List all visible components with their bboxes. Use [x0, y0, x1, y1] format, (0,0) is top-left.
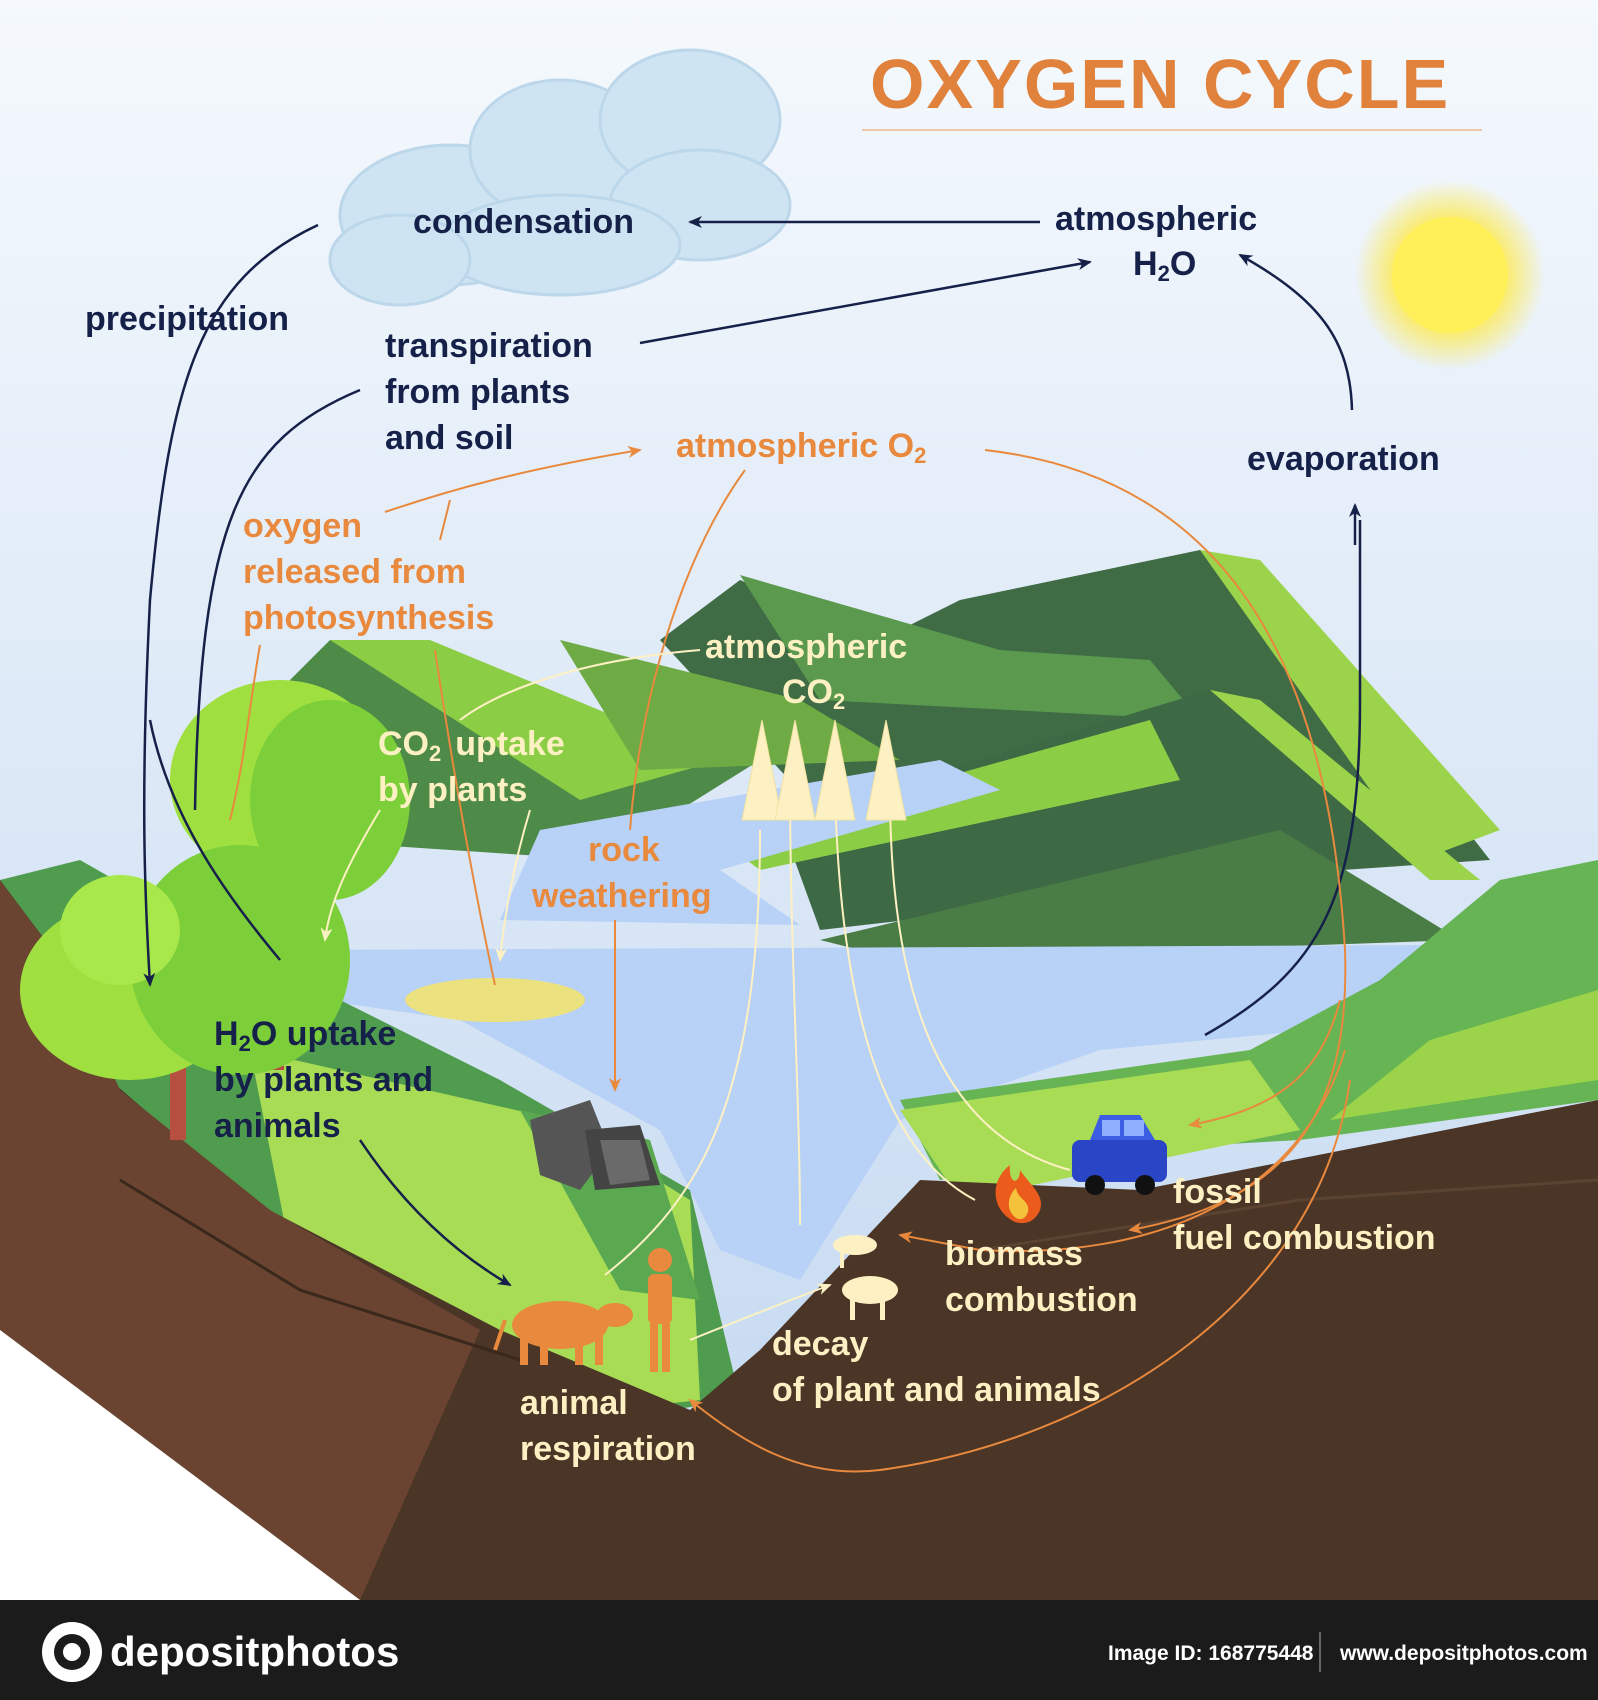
label-condensation: condensation — [413, 203, 634, 241]
arrow-o2-to-photosynthesis — [434, 649, 496, 986]
cloud-icon — [328, 48, 792, 307]
label-rock-2: weathering — [531, 877, 711, 915]
arrow-tree-to-oxygen — [229, 644, 261, 821]
footer-brand: depositphotos — [110, 1628, 399, 1675]
label-atmospheric-h2o: atmospheric — [1055, 200, 1257, 238]
arrow-h2o-uptake — [148, 719, 281, 961]
label-fossil-1: fossil — [1173, 1173, 1262, 1211]
arrow-co2-uptake-left — [320, 809, 381, 942]
sun-icon — [1355, 180, 1545, 370]
label-precipitation: precipitation — [85, 300, 289, 338]
trees — [20, 680, 410, 1140]
label-animal-1: animal — [520, 1384, 628, 1422]
label-atmospheric-o2: atmospheric O2 — [676, 427, 926, 468]
arrow-o2-to-rock — [629, 469, 746, 831]
arrow-oxygen-to-atmospheric — [384, 446, 642, 513]
arrow-o2-to-respiration — [688, 1079, 1351, 1473]
decaying-animal-icon — [833, 1235, 898, 1320]
label-biomass-2: combustion — [945, 1281, 1138, 1319]
label-transpiration-3: and soil — [385, 419, 513, 457]
arrow-decay-up — [789, 779, 801, 1226]
oxygen-flow-arrows — [229, 446, 1351, 1473]
label-transpiration-1: transpiration — [385, 327, 593, 365]
arrow-transpiration-line — [193, 388, 361, 811]
label-fossil-2: fuel combustion — [1173, 1219, 1436, 1257]
soil-cross-section — [0, 880, 1598, 1600]
arrow-respiration-up — [604, 829, 761, 1276]
arrow-evaporation-to-atmospheric — [1238, 253, 1354, 411]
label-biomass-1: biomass — [945, 1235, 1083, 1273]
arrow-transpiration-to-atmospheric — [639, 258, 1092, 345]
label-animal-2: respiration — [520, 1430, 696, 1468]
cow-icon — [493, 1301, 633, 1365]
label-transpiration-2: from plants — [385, 373, 570, 411]
footer-url: www.depositphotos.com — [1339, 1642, 1588, 1665]
label-decay-1: decay — [772, 1325, 868, 1363]
label-atmospheric-h2o-formula: H2O — [1133, 245, 1196, 286]
arrow-o2-to-biomass — [898, 1049, 1346, 1253]
arrow-o2-to-combustion — [984, 449, 1347, 1234]
label-oxygen-2: released from — [243, 553, 466, 591]
arrow-animal-to-decay — [689, 1283, 832, 1341]
fire-icon — [995, 1165, 1041, 1224]
footer-image-id: Image ID: 168775448 — [1108, 1642, 1314, 1665]
arrow-biomass-up — [834, 789, 976, 1201]
label-atmospheric-co2-2: CO2 — [782, 673, 845, 714]
arrow-h2o-to-animals — [358, 1139, 512, 1287]
label-atmospheric-co2-1: atmospheric — [705, 628, 907, 666]
rock-icon — [530, 1100, 660, 1190]
label-oxygen-3: photosynthesis — [243, 599, 494, 637]
arrow-fossil-up — [889, 789, 1071, 1171]
person-icon — [648, 1248, 672, 1372]
water-cycle-arrows — [142, 216, 1362, 1287]
arrow-lake-to-evaporation — [1204, 520, 1362, 1037]
arrow-precipitation — [142, 223, 319, 987]
label-h2o-uptake-2: by plants and — [214, 1061, 433, 1099]
photosynthesis-glow — [405, 978, 585, 1022]
arrow-photosynthesis-up — [439, 499, 451, 541]
label-co2-uptake-2: by plants — [378, 771, 527, 809]
footer-bar — [0, 1600, 1598, 1700]
arrow-o2-to-fossil — [1188, 999, 1341, 1129]
label-rock-1: rock — [588, 831, 660, 869]
page-title: OXYGEN CYCLE — [870, 45, 1450, 123]
label-decay-2: of plant and animals — [772, 1371, 1101, 1409]
label-h2o-uptake-3: animals — [214, 1107, 341, 1145]
carbon-flow-arrows — [320, 649, 1071, 1341]
label-oxygen-1: oxygen — [243, 507, 362, 545]
arrow-co2-to-plants — [459, 649, 701, 721]
label-h2o-uptake-1: H2O uptake — [214, 1015, 396, 1056]
label-evaporation: evaporation — [1247, 440, 1440, 478]
arrow-co2-uptake-right — [495, 809, 531, 962]
co2-rising-arrows — [741, 719, 907, 821]
car-icon — [1072, 1115, 1167, 1195]
depositphotos-logo-icon — [42, 1622, 102, 1682]
